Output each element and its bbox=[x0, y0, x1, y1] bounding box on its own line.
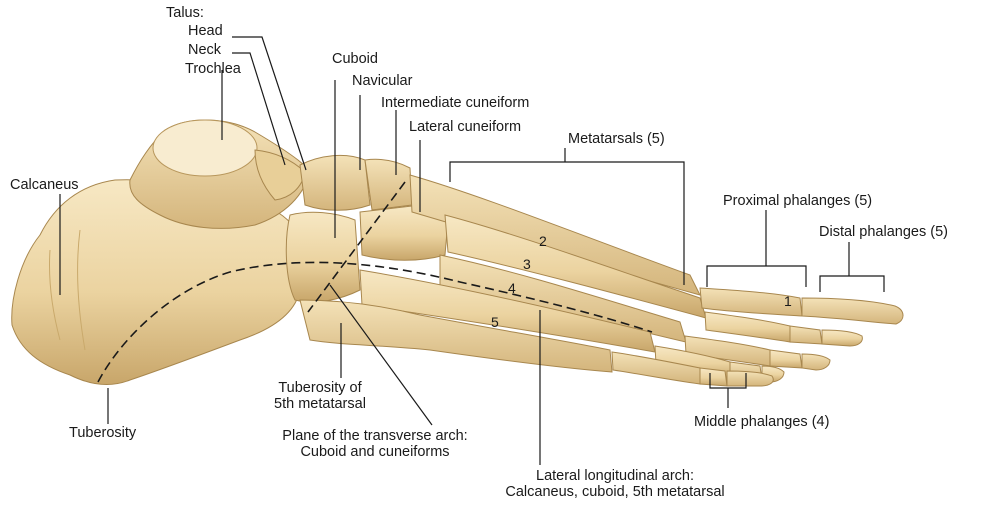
distal-phalanges-bracket bbox=[820, 242, 884, 292]
tuberosity-5th-line2: 5th metatarsal bbox=[250, 396, 390, 412]
cuboid-label: Cuboid bbox=[332, 51, 378, 67]
distal-phalanges-label: Distal phalanges (5) bbox=[819, 224, 948, 240]
distal-phalanx-3 bbox=[802, 354, 830, 370]
talus-neck-label: Neck bbox=[188, 42, 221, 58]
metatarsal-number-1: 1 bbox=[784, 293, 792, 309]
lateral-arch-line2: Calcaneus, cuboid, 5th metatarsal bbox=[460, 484, 770, 500]
proximal-phalanges-label: Proximal phalanges (5) bbox=[723, 193, 872, 209]
metatarsal-number-5: 5 bbox=[491, 314, 499, 330]
calcaneus-label: Calcaneus bbox=[10, 177, 79, 193]
talus-label: Talus: bbox=[166, 5, 204, 21]
transverse-arch-label: Plane of the transverse arch: Cuboid and… bbox=[250, 428, 500, 460]
metatarsal-number-4: 4 bbox=[508, 280, 516, 296]
cuboid-bone bbox=[286, 212, 360, 302]
proximal-phalanges-bracket bbox=[707, 210, 806, 287]
transverse-arch-line2: Cuboid and cuneiforms bbox=[250, 444, 500, 460]
middle-phalanx-3 bbox=[770, 350, 802, 368]
middle-phalanx-5 bbox=[700, 368, 727, 386]
distal-phalanx-2 bbox=[822, 330, 862, 346]
metatarsal-number-3: 3 bbox=[523, 256, 531, 272]
lateral-arch-line1: Lateral longitudinal arch: bbox=[460, 468, 770, 484]
metatarsal-number-2: 2 bbox=[539, 233, 547, 249]
talus-trochlea-label: Trochlea bbox=[185, 61, 241, 77]
proximal-phalanx-2 bbox=[705, 312, 790, 342]
tuberosity-label: Tuberosity bbox=[69, 425, 136, 441]
intermediate-cuneiform-bone bbox=[365, 159, 412, 210]
intermediate-cuneiform-label: Intermediate cuneiform bbox=[381, 95, 529, 111]
talus-trochlea bbox=[153, 120, 257, 176]
navicular-label: Navicular bbox=[352, 73, 412, 89]
lateral-cuneiform-label: Lateral cuneiform bbox=[409, 119, 521, 135]
middle-phalanx-2 bbox=[790, 326, 822, 344]
tuberosity-5th-line1: Tuberosity of bbox=[250, 380, 390, 396]
metatarsals-label: Metatarsals (5) bbox=[568, 131, 665, 147]
lateral-longitudinal-arch-label: Lateral longitudinal arch: Calcaneus, cu… bbox=[460, 468, 770, 500]
distal-phalanx-1 bbox=[802, 298, 903, 324]
middle-phalanges-label: Middle phalanges (4) bbox=[694, 414, 829, 430]
transverse-arch-line1: Plane of the transverse arch: bbox=[250, 428, 500, 444]
tuberosity-5th-metatarsal-label: Tuberosity of 5th metatarsal bbox=[250, 380, 390, 412]
talus-head-label: Head bbox=[188, 23, 223, 39]
